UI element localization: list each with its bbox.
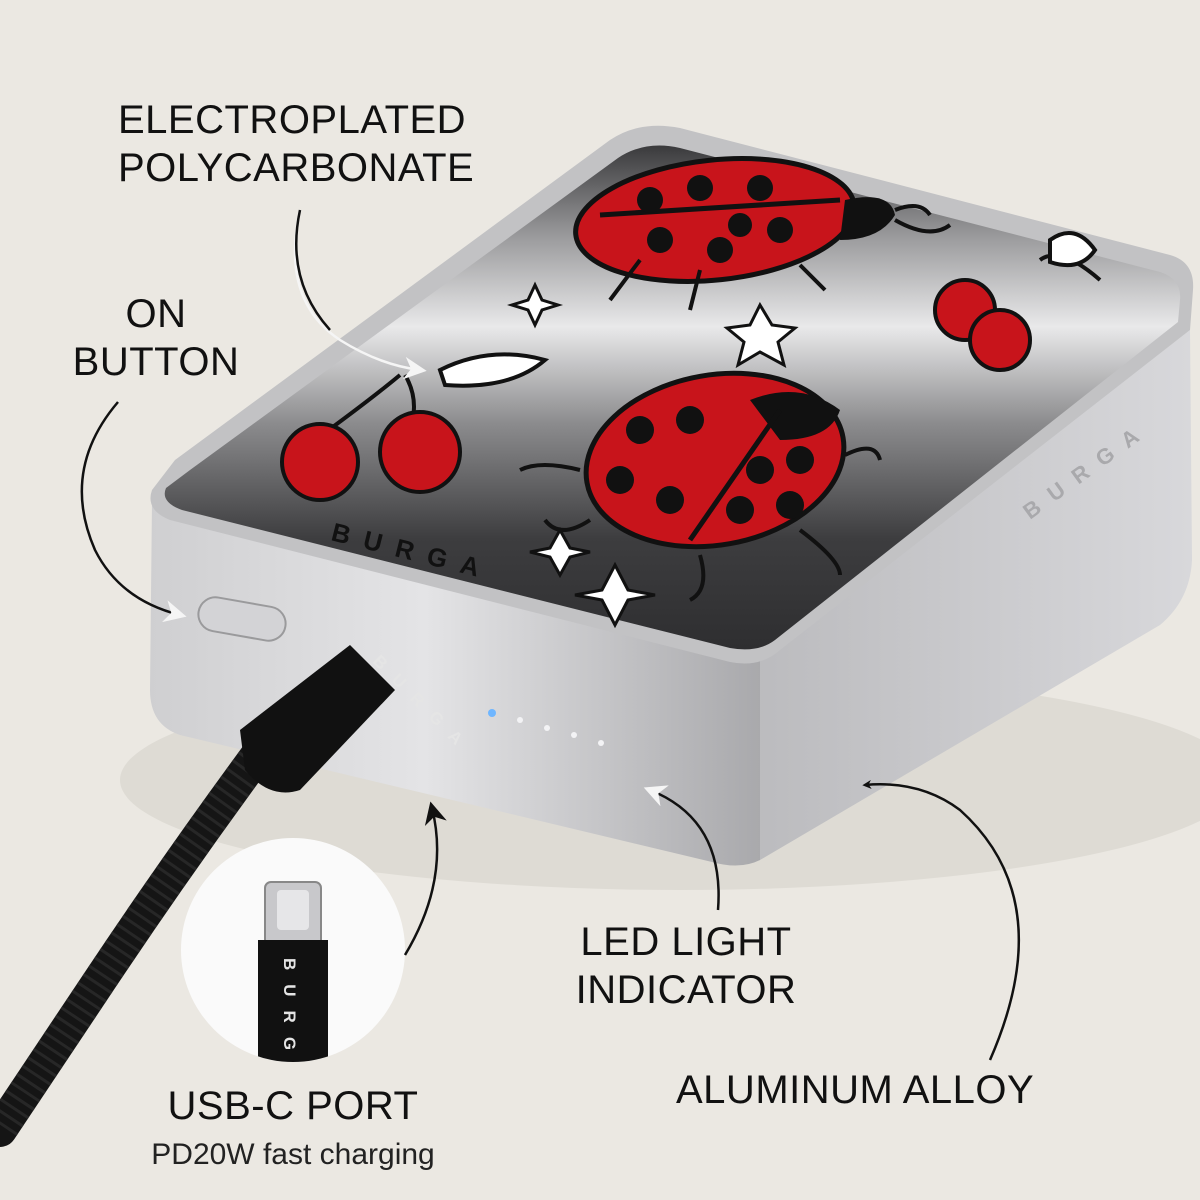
usb-c-inset: BURGA	[181, 838, 405, 1090]
callout-line: ELECTROPLATED	[118, 98, 467, 142]
arrow-usb-port	[403, 801, 447, 956]
led-dot-4	[571, 732, 577, 738]
arrow-polycarbonate	[293, 209, 427, 380]
ladybug-middle	[519, 370, 882, 602]
ladybug-top	[573, 156, 952, 311]
on-button[interactable]	[196, 595, 289, 644]
callout-aluminum-alloy: ALUMINUM ALLOY	[676, 1068, 1035, 1112]
callout-usb-c-port: USB-C PORT	[167, 1084, 419, 1128]
sparkles	[506, 281, 799, 629]
cherries-left	[280, 352, 550, 502]
cherries-top-right	[933, 230, 1102, 372]
callout-electroplated-polycarbonate: ELECTROPLATED POLYCARBONATE	[118, 96, 474, 192]
led-dot-5	[598, 740, 604, 746]
callout-line: LED LIGHT	[580, 920, 792, 964]
callout-usb-subtitle: PD20W fast charging	[151, 1138, 435, 1171]
arrow-aluminum	[864, 783, 1020, 1061]
device-right-side	[722, 330, 1192, 863]
led-dot-3	[544, 725, 550, 731]
callout-led-indicator: LED LIGHT INDICATOR	[566, 918, 806, 1014]
arrow-led	[643, 785, 720, 911]
led-indicator	[488, 709, 604, 746]
inset-connector-brand: BURGA	[280, 958, 299, 1090]
callout-on-button: ON BUTTON	[66, 290, 246, 386]
led-dot-2	[517, 717, 523, 723]
callout-line: INDICATOR	[575, 968, 797, 1012]
led-dot-1	[488, 709, 496, 717]
arrow-on-button	[80, 401, 187, 623]
device-front-face	[150, 500, 760, 866]
callout-line: ON	[125, 292, 187, 336]
callout-line: BUTTON	[72, 340, 240, 384]
callout-line: POLYCARBONATE	[118, 146, 475, 190]
arrow-polycarbonate-dark	[295, 209, 331, 331]
